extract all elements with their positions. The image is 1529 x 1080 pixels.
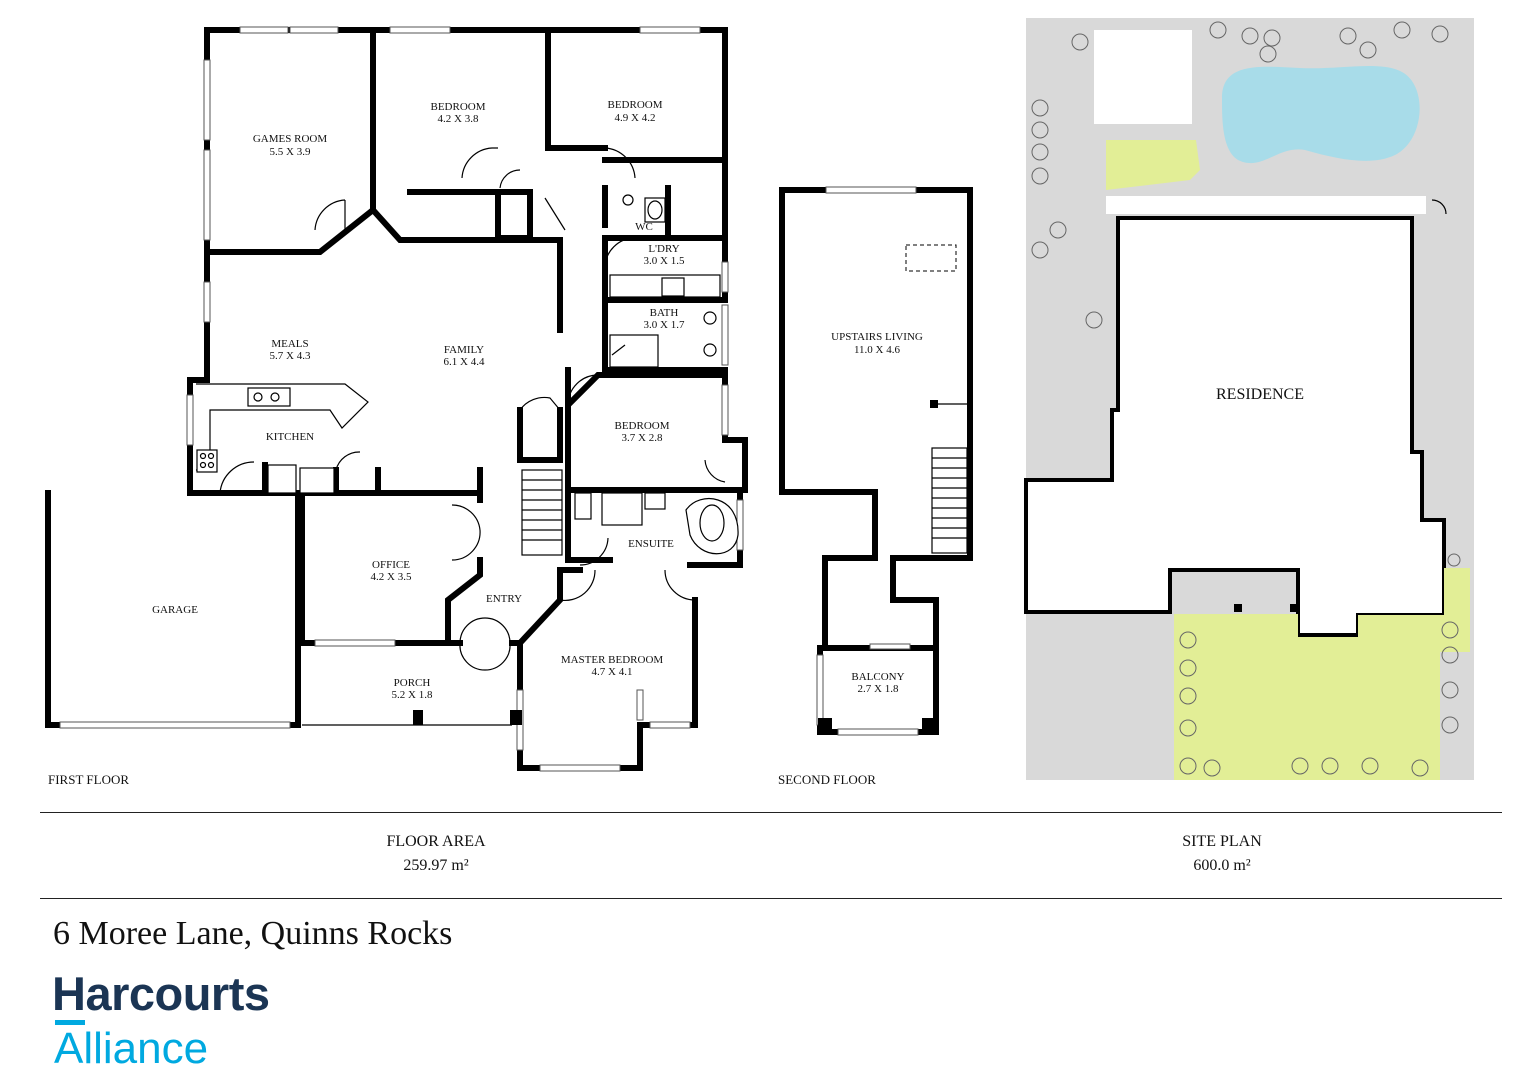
room-dims: 4.9 X 4.2 <box>615 112 656 124</box>
second-floor-plan: UPSTAIRS LIVING 11.0 X 4.6 BALCONY 2.7 X… <box>779 186 973 736</box>
svg-text:4.2 X 3.8: 4.2 X 3.8 <box>438 113 479 125</box>
floor-area-block: FLOOR AREA 259.97 m² <box>336 830 536 878</box>
room-name: UPSTAIRS LIVING <box>831 331 923 343</box>
svg-text:GAMES ROOM: GAMES ROOM <box>253 133 327 145</box>
svg-text:RESIDENCE: RESIDENCE <box>1216 386 1304 403</box>
divider-bottom <box>40 898 1502 899</box>
room-name: BEDROOM <box>430 101 485 113</box>
harcourts-logo: Harcourts Alliance <box>52 964 302 1078</box>
room-name: BEDROOM <box>607 99 662 111</box>
svg-text:GARAGE: GARAGE <box>152 604 198 616</box>
svg-text:PORCH: PORCH <box>394 677 431 689</box>
svg-text:BEDROOM: BEDROOM <box>614 420 669 432</box>
site-plan-block: SITE PLAN 600.0 m² <box>1122 830 1322 878</box>
room-dims: 6.1 X 4.4 <box>444 356 485 368</box>
first-floor-label: FIRST FLOOR <box>48 772 130 787</box>
site-plan-value: 600.0 m² <box>1193 857 1251 874</box>
room-dims: 5.7 X 4.3 <box>270 350 311 362</box>
divider-top <box>40 812 1502 813</box>
room-dims: 4.7 X 4.1 <box>592 666 633 678</box>
svg-text:3.0 X 1.7: 3.0 X 1.7 <box>644 319 685 331</box>
room-name: L'DRY <box>648 243 679 255</box>
svg-text:3.7 X 2.8: 3.7 X 2.8 <box>622 432 663 444</box>
logo-line1: Harcourts <box>52 967 270 1020</box>
svg-text:4.9 X 4.2: 4.9 X 4.2 <box>615 112 656 124</box>
room-name: BALCONY <box>851 671 904 683</box>
room-dims: 5.2 X 1.8 <box>392 689 433 701</box>
svg-text:MASTER BEDROOM: MASTER BEDROOM <box>561 654 664 666</box>
room-name: PORCH <box>394 677 431 689</box>
room-name: BEDROOM <box>614 420 669 432</box>
room-dims: 11.0 X 4.6 <box>854 344 901 356</box>
room-name: ENTRY <box>486 593 522 605</box>
room-name: BATH <box>650 307 679 319</box>
svg-text:ENTRY: ENTRY <box>486 593 522 605</box>
svg-text:ENSUITE: ENSUITE <box>628 538 674 550</box>
room-name: ENSUITE <box>628 538 674 550</box>
property-address: 6 Moree Lane, Quinns Rocks <box>53 915 453 952</box>
second-floor-label: SECOND FLOOR <box>778 772 876 787</box>
first-floor-plan: GAMES ROOM 5.5 X 3.9 BEDROOM 4.2 X 3.8 B… <box>45 26 917 772</box>
svg-text:BEDROOM: BEDROOM <box>430 101 485 113</box>
floor-area-value: 259.97 m² <box>403 857 469 874</box>
room-dims: 3.0 X 1.7 <box>644 319 685 331</box>
svg-text:UPSTAIRS LIVING: UPSTAIRS LIVING <box>831 331 923 343</box>
room-dims: 3.0 X 1.5 <box>644 255 685 267</box>
svg-text:3.0 X 1.5: 3.0 X 1.5 <box>644 255 685 267</box>
svg-text:OFFICE: OFFICE <box>372 559 410 571</box>
room-name: MASTER BEDROOM <box>561 654 664 666</box>
room-name: OFFICE <box>372 559 410 571</box>
svg-text:5.7 X 4.3: 5.7 X 4.3 <box>270 350 311 362</box>
room-name: GAMES ROOM <box>253 133 327 145</box>
svg-text:MEALS: MEALS <box>271 338 308 350</box>
svg-text:BEDROOM: BEDROOM <box>607 99 662 111</box>
svg-text:2.7 X 1.8: 2.7 X 1.8 <box>858 683 899 695</box>
svg-text:11.0 X 4.6: 11.0 X 4.6 <box>854 344 901 356</box>
svg-text:6.1 X 4.4: 6.1 X 4.4 <box>444 356 485 368</box>
svg-text:4.7 X 4.1: 4.7 X 4.1 <box>592 666 633 678</box>
room-name: FAMILY <box>444 344 484 356</box>
room-dims: 5.5 X 3.9 <box>270 146 311 158</box>
room-name: MEALS <box>271 338 308 350</box>
room-name: KITCHEN <box>266 431 314 443</box>
room-dims: 4.2 X 3.5 <box>371 571 412 583</box>
svg-text:WC: WC <box>635 221 653 233</box>
room-dims: 3.7 X 2.8 <box>622 432 663 444</box>
site-plan-label: SITE PLAN <box>1182 833 1262 850</box>
svg-text:5.5 X 3.9: 5.5 X 3.9 <box>270 146 311 158</box>
room-dims: 2.7 X 1.8 <box>858 683 899 695</box>
logo-line2: Alliance <box>54 1024 209 1073</box>
room-name: GARAGE <box>152 604 198 616</box>
svg-text:BALCONY: BALCONY <box>851 671 904 683</box>
svg-text:5.2 X 1.8: 5.2 X 1.8 <box>392 689 433 701</box>
site-plan: RESIDENCE <box>1024 18 1474 780</box>
floor-area-label: FLOOR AREA <box>386 833 486 850</box>
svg-text:BATH: BATH <box>650 307 679 319</box>
svg-text:4.2 X 3.5: 4.2 X 3.5 <box>371 571 412 583</box>
svg-text:L'DRY: L'DRY <box>648 243 679 255</box>
svg-text:KITCHEN: KITCHEN <box>266 431 314 443</box>
room-name: WC <box>635 221 653 233</box>
room-dims: 4.2 X 3.8 <box>438 113 479 125</box>
logo-accent-bar <box>55 1020 85 1025</box>
room-name: RESIDENCE <box>1216 386 1304 403</box>
svg-text:FAMILY: FAMILY <box>444 344 484 356</box>
